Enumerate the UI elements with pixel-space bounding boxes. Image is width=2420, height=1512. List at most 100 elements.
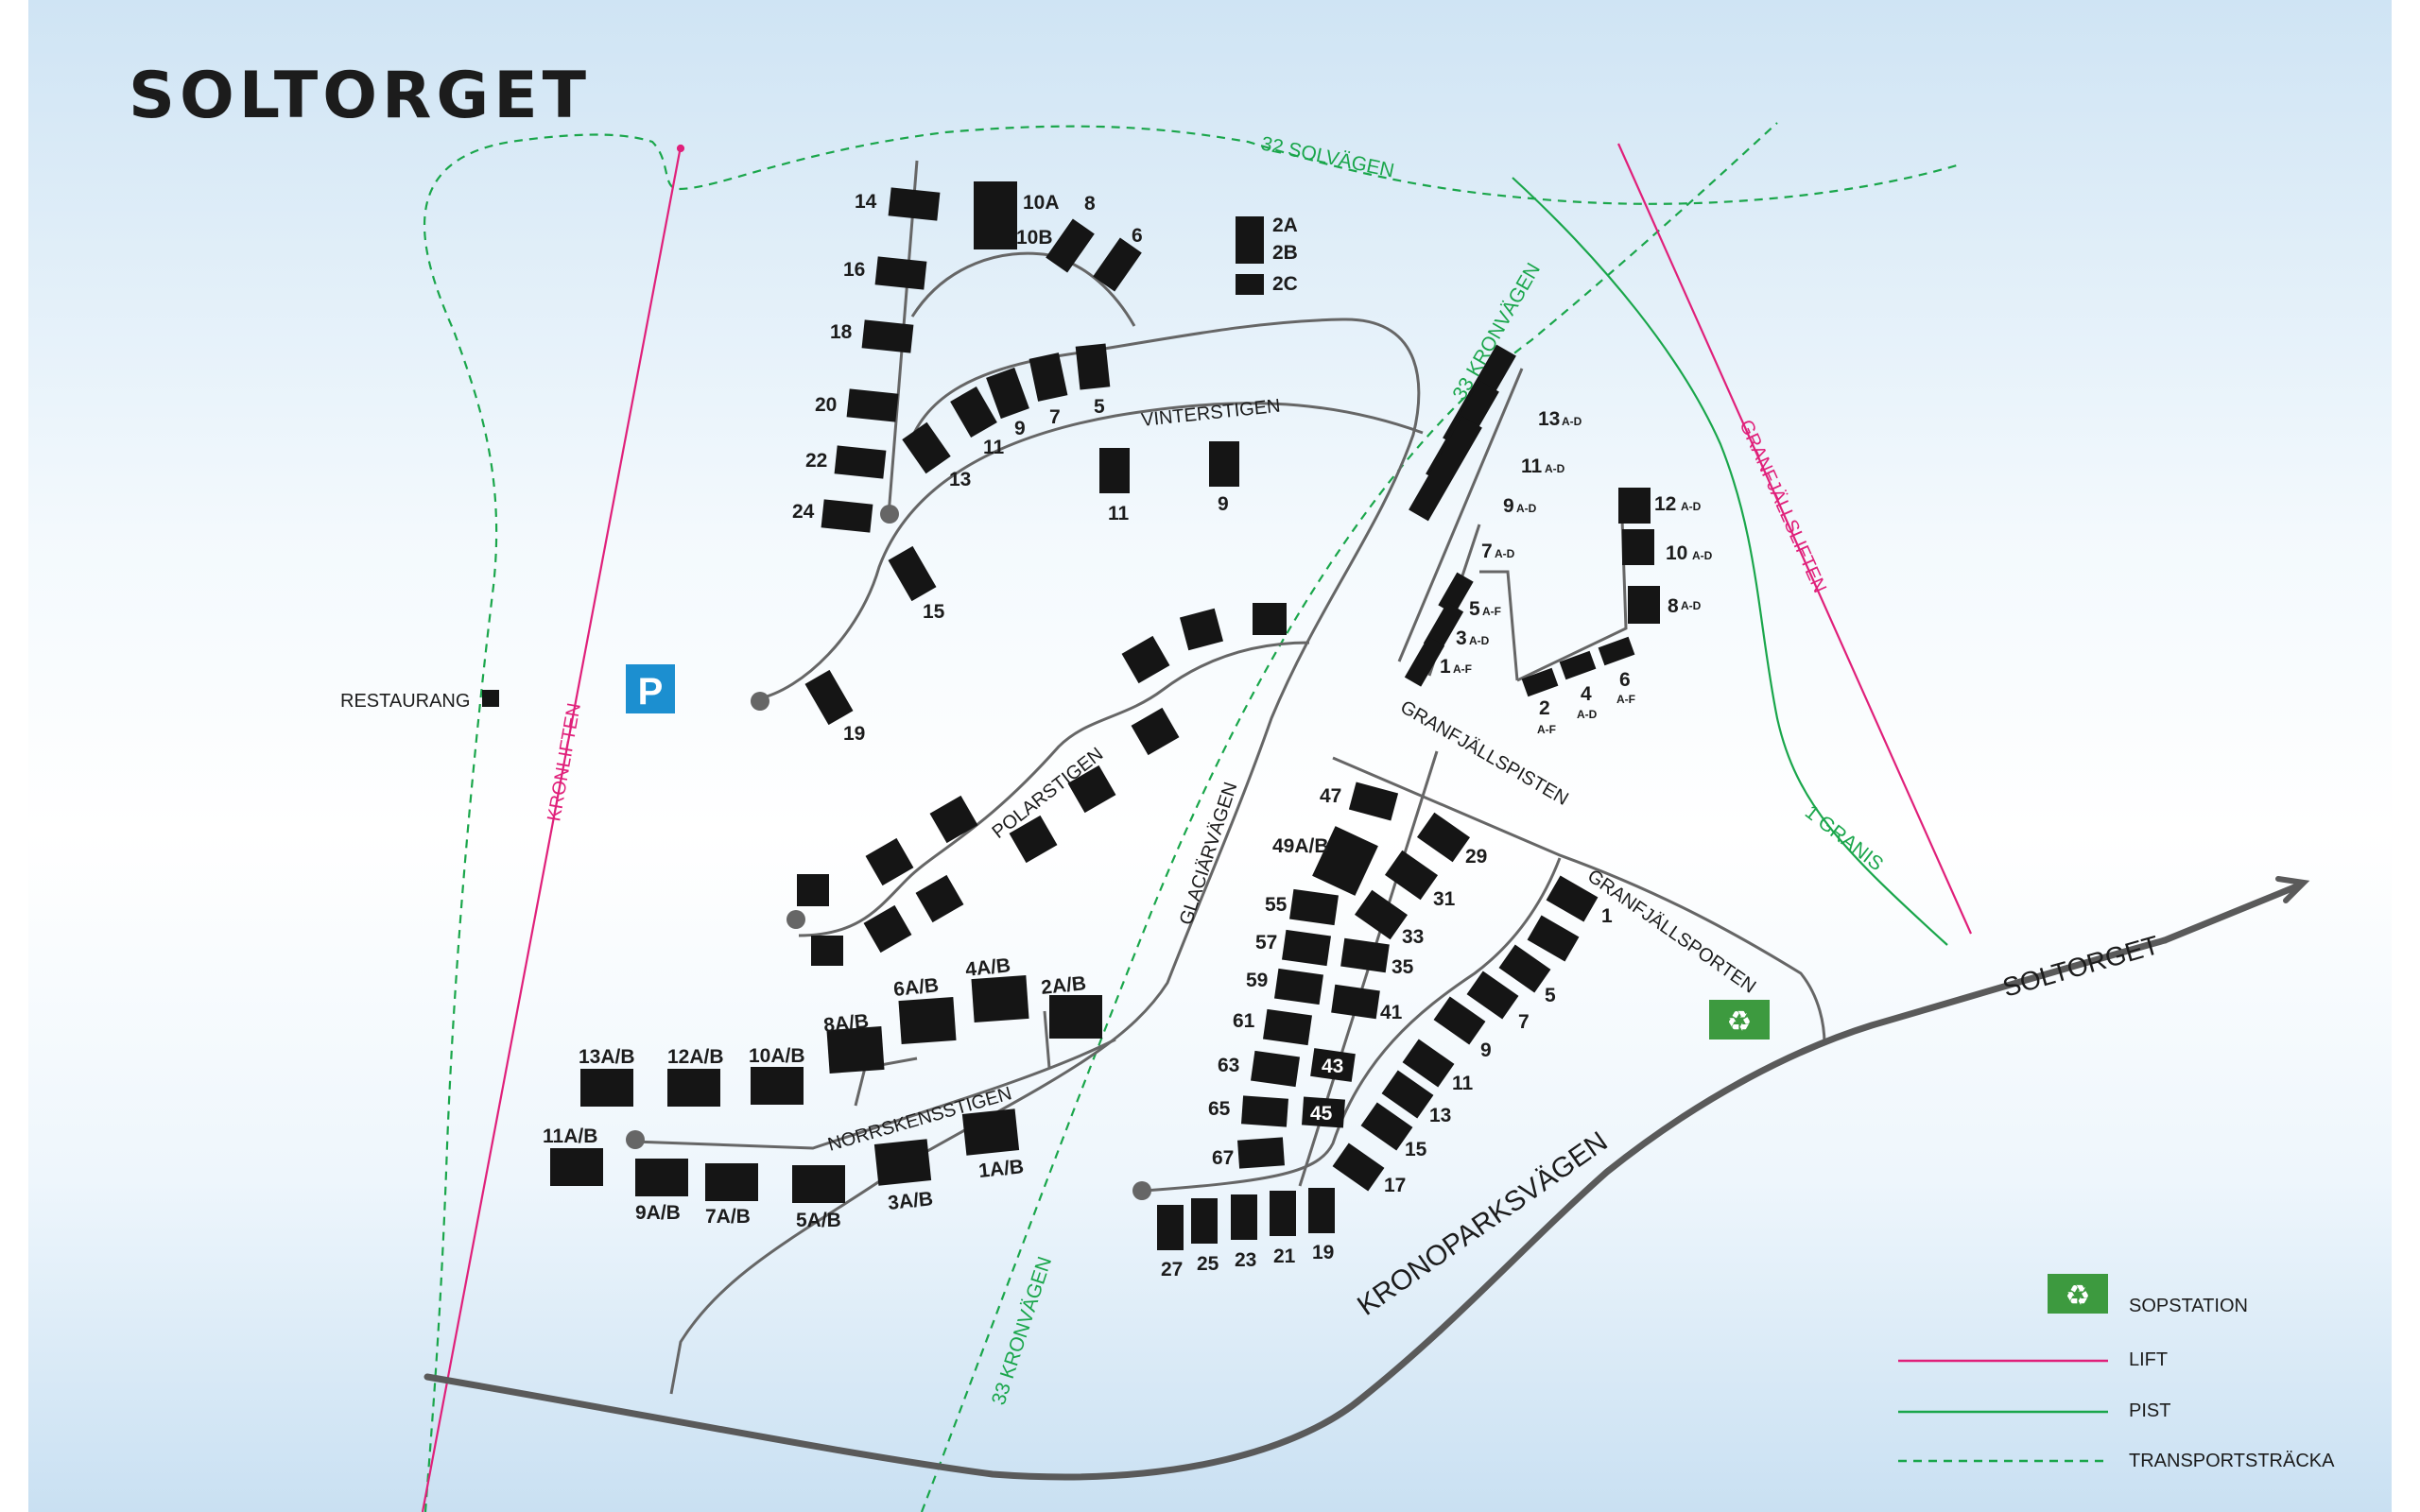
building-number: 8	[1668, 595, 1679, 617]
building	[1209, 441, 1239, 487]
building	[1618, 488, 1651, 524]
building	[1046, 218, 1095, 273]
building	[1289, 888, 1339, 926]
building	[902, 421, 951, 474]
building	[1433, 996, 1486, 1045]
legend-label: SOPSTATION	[2129, 1296, 2248, 1316]
building	[1559, 650, 1597, 680]
building	[1049, 995, 1102, 1039]
building-number: 6	[1132, 225, 1143, 247]
building-number: 2C	[1272, 273, 1298, 295]
building	[1241, 1095, 1288, 1127]
building	[865, 837, 914, 886]
recycling-station[interactable]: ♻	[1709, 1000, 1770, 1040]
building-number: 13A/B	[579, 1046, 635, 1068]
building	[986, 367, 1029, 420]
unit-suffix: A-D	[1562, 415, 1582, 428]
building	[1628, 586, 1660, 624]
building-number: 13	[1538, 408, 1560, 430]
building-number: 65	[1208, 1098, 1231, 1120]
building-number: 35	[1392, 956, 1414, 978]
building	[1179, 608, 1224, 651]
building	[1009, 815, 1058, 864]
building-number: 47	[1320, 785, 1341, 807]
building	[1282, 929, 1331, 967]
building	[1093, 237, 1142, 292]
building-number: 9	[1218, 493, 1229, 515]
building	[1340, 937, 1390, 973]
building	[1263, 1008, 1312, 1046]
legend-item-lift: LIFT	[1898, 1349, 2168, 1370]
building	[861, 319, 914, 353]
building	[898, 997, 957, 1044]
building	[961, 1108, 1020, 1156]
building-number: 29	[1465, 846, 1487, 868]
building	[1527, 915, 1580, 962]
building-number: 7	[1518, 1011, 1530, 1033]
building	[1028, 352, 1068, 402]
building-number: 21	[1273, 1246, 1296, 1267]
building	[792, 1165, 845, 1203]
building	[1384, 850, 1439, 901]
building-number: 5	[1094, 396, 1105, 418]
building-number: 59	[1246, 970, 1268, 991]
building	[873, 1139, 932, 1186]
building	[888, 545, 937, 602]
buildings	[550, 181, 1660, 1250]
building	[1498, 944, 1551, 993]
building-number: 9	[1014, 418, 1026, 439]
map-background	[28, 0, 2392, 1512]
building-number: 10	[1666, 542, 1687, 564]
building-number: 8A/B	[822, 1010, 870, 1037]
building-number: 9	[1503, 495, 1514, 517]
building-number: 17	[1384, 1175, 1406, 1196]
restaurant-marker	[482, 690, 499, 707]
building-number: 19	[843, 723, 865, 745]
building-number: 11	[1108, 503, 1130, 524]
building-number: 4	[1581, 683, 1592, 705]
legend-item-transport: TRANSPORTSTRÄCKA	[1898, 1451, 2335, 1471]
building	[1231, 1194, 1257, 1240]
building	[1331, 984, 1380, 1020]
unit-suffix: A-D	[1681, 599, 1702, 612]
building-number: 9A/B	[635, 1202, 681, 1224]
legend-label: PIST	[2129, 1400, 2170, 1421]
lifts	[421, 143, 1973, 1512]
unit-suffix: A-D	[1516, 502, 1537, 515]
building	[863, 904, 912, 954]
unit-suffix: A-D	[1692, 549, 1713, 562]
building-number: 43	[1322, 1056, 1343, 1077]
building-number: 4A/B	[964, 954, 1011, 981]
building	[1302, 1096, 1345, 1128]
building	[1310, 1048, 1356, 1082]
building	[1466, 971, 1519, 1020]
unit-suffix-labels: A-D A-D A-D A-D A-F A-D A-F A-D A-D A-D …	[1453, 415, 1713, 736]
building	[826, 1026, 885, 1074]
building	[1308, 1188, 1335, 1233]
building-number: 3A/B	[887, 1188, 934, 1214]
building	[1075, 343, 1111, 390]
building	[1236, 274, 1264, 295]
building	[1546, 875, 1599, 922]
building-number: 23	[1235, 1249, 1256, 1271]
building	[834, 445, 887, 479]
building	[1236, 216, 1264, 264]
building	[1381, 1070, 1434, 1119]
building	[1622, 529, 1654, 565]
parking-label: P	[638, 671, 664, 713]
building-number: 7	[1049, 406, 1061, 428]
building-number: 57	[1255, 932, 1277, 954]
building-number: 7A/B	[705, 1206, 751, 1228]
building-number: 24	[792, 501, 815, 523]
building	[950, 386, 997, 438]
legend-label: LIFT	[2129, 1349, 2168, 1370]
building-number: 41	[1380, 1002, 1403, 1023]
building-number: 49A/B	[1272, 835, 1329, 857]
building-number: 10B	[1016, 227, 1053, 249]
parking-sign[interactable]: P	[626, 664, 675, 713]
building-number: 8	[1084, 193, 1096, 215]
building	[797, 874, 829, 906]
building-number: 6A/B	[892, 974, 940, 1001]
building	[974, 181, 1017, 249]
legend-item-pist: PIST	[1898, 1400, 2170, 1421]
